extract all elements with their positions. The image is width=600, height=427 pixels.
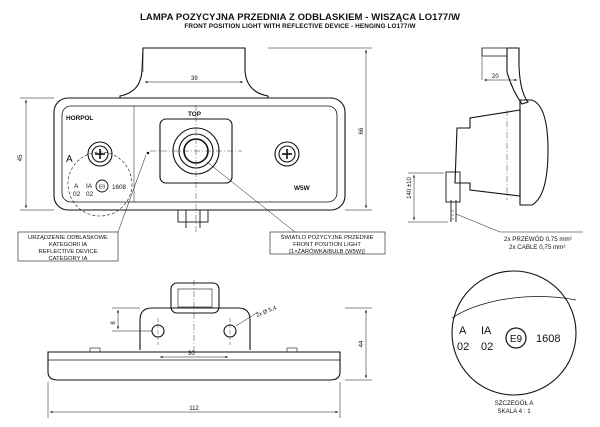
front-view xyxy=(53,47,346,234)
detail-a-view xyxy=(451,270,577,396)
callout-light-line-2: FRONT POSITION LIGHT xyxy=(293,242,361,248)
drawing-subtitle: FRONT POSITION LIGHT WITH REFLECTIVE DEV… xyxy=(184,23,416,30)
bottom-connector xyxy=(170,282,220,314)
front-dimensions xyxy=(20,47,372,211)
callout-reflective-line-4: CATEGORY IA xyxy=(49,256,88,262)
label-a: A xyxy=(66,154,73,165)
dim-height-66: 66 xyxy=(359,127,365,134)
callout-light-line-3: [1×ŻARÓWKA/BULB (W5W)] xyxy=(289,248,365,255)
dim-width-39: 39 xyxy=(191,76,198,82)
label-w5w: W5W xyxy=(294,185,311,192)
dim-height-45: 45 xyxy=(18,154,24,161)
detail-marking-02-a: 02 xyxy=(457,341,469,353)
detail-marking-ia: IA xyxy=(481,325,492,337)
dim-cable-140: 140 ±10 xyxy=(407,177,413,199)
side-dimensions xyxy=(408,48,583,233)
detail-marking-1608: 1608 xyxy=(536,333,560,345)
drawing-title: LAMPA POZYCYJNA PRZEDNIA Z ODBLASKIEM - … xyxy=(139,12,461,23)
dim-8: 8 xyxy=(111,321,117,325)
screw-right xyxy=(274,141,300,167)
marking-a: A xyxy=(74,183,79,190)
callout-reflective-device xyxy=(17,231,119,262)
bottom-dimensions xyxy=(47,307,372,418)
callout-light-line-1: ŚWIATŁO POZYCYJNE PRZEDNIE xyxy=(281,233,374,241)
detail-scale: SKALA 4 : 1 xyxy=(497,408,531,415)
callout-position-light xyxy=(269,231,386,255)
marking-e9-icon: E9 xyxy=(99,185,105,191)
marking-ia: IA xyxy=(86,183,93,190)
dim-112: 112 xyxy=(189,406,199,412)
marking-02-a: 02 xyxy=(73,191,81,198)
bottom-housing xyxy=(47,351,341,381)
cable-label-en: 2x CABLE 0,75 mm² xyxy=(509,244,565,251)
dim-30: 30 xyxy=(188,351,195,357)
callout-reflective-line-3: REFLECTIVE DEVICE xyxy=(39,249,98,255)
callout-reflective-line-1: URZĄDZENIE ODBLASKOWE xyxy=(28,235,108,241)
side-view xyxy=(445,47,549,222)
detail-marking-02-b: 02 xyxy=(481,341,493,353)
cable-label-pl: 2x PRZEWÓD 0,75 mm² xyxy=(504,236,572,243)
detail-e9-icon: E9 xyxy=(510,334,523,345)
dim-hole: 2x Ø 5,4 xyxy=(256,305,278,318)
side-body xyxy=(454,109,521,197)
mounting-bracket xyxy=(119,47,269,99)
e-mark-circle xyxy=(505,327,527,349)
bottom-view xyxy=(47,280,341,381)
side-housing xyxy=(519,99,549,206)
detail-marking-a: A xyxy=(459,325,467,337)
lamp-lens xyxy=(61,105,338,203)
dim-side-20: 20 xyxy=(492,74,499,80)
marking-1608: 1608 xyxy=(112,184,127,191)
marking-02-b: 02 xyxy=(86,191,94,198)
label-top: TOP xyxy=(188,111,202,118)
label-horpol: HORPOL xyxy=(66,115,93,122)
screw-left xyxy=(87,141,113,167)
detail-a-circle xyxy=(451,270,577,396)
detail-a-marker xyxy=(67,151,133,217)
side-bracket xyxy=(506,47,529,105)
dim-44: 44 xyxy=(359,340,365,347)
bottom-bracket xyxy=(139,307,251,350)
callout-reflective-line-2: KATEGORII IA xyxy=(49,242,87,248)
detail-caption: SZCZEGÓŁ A xyxy=(495,400,535,407)
